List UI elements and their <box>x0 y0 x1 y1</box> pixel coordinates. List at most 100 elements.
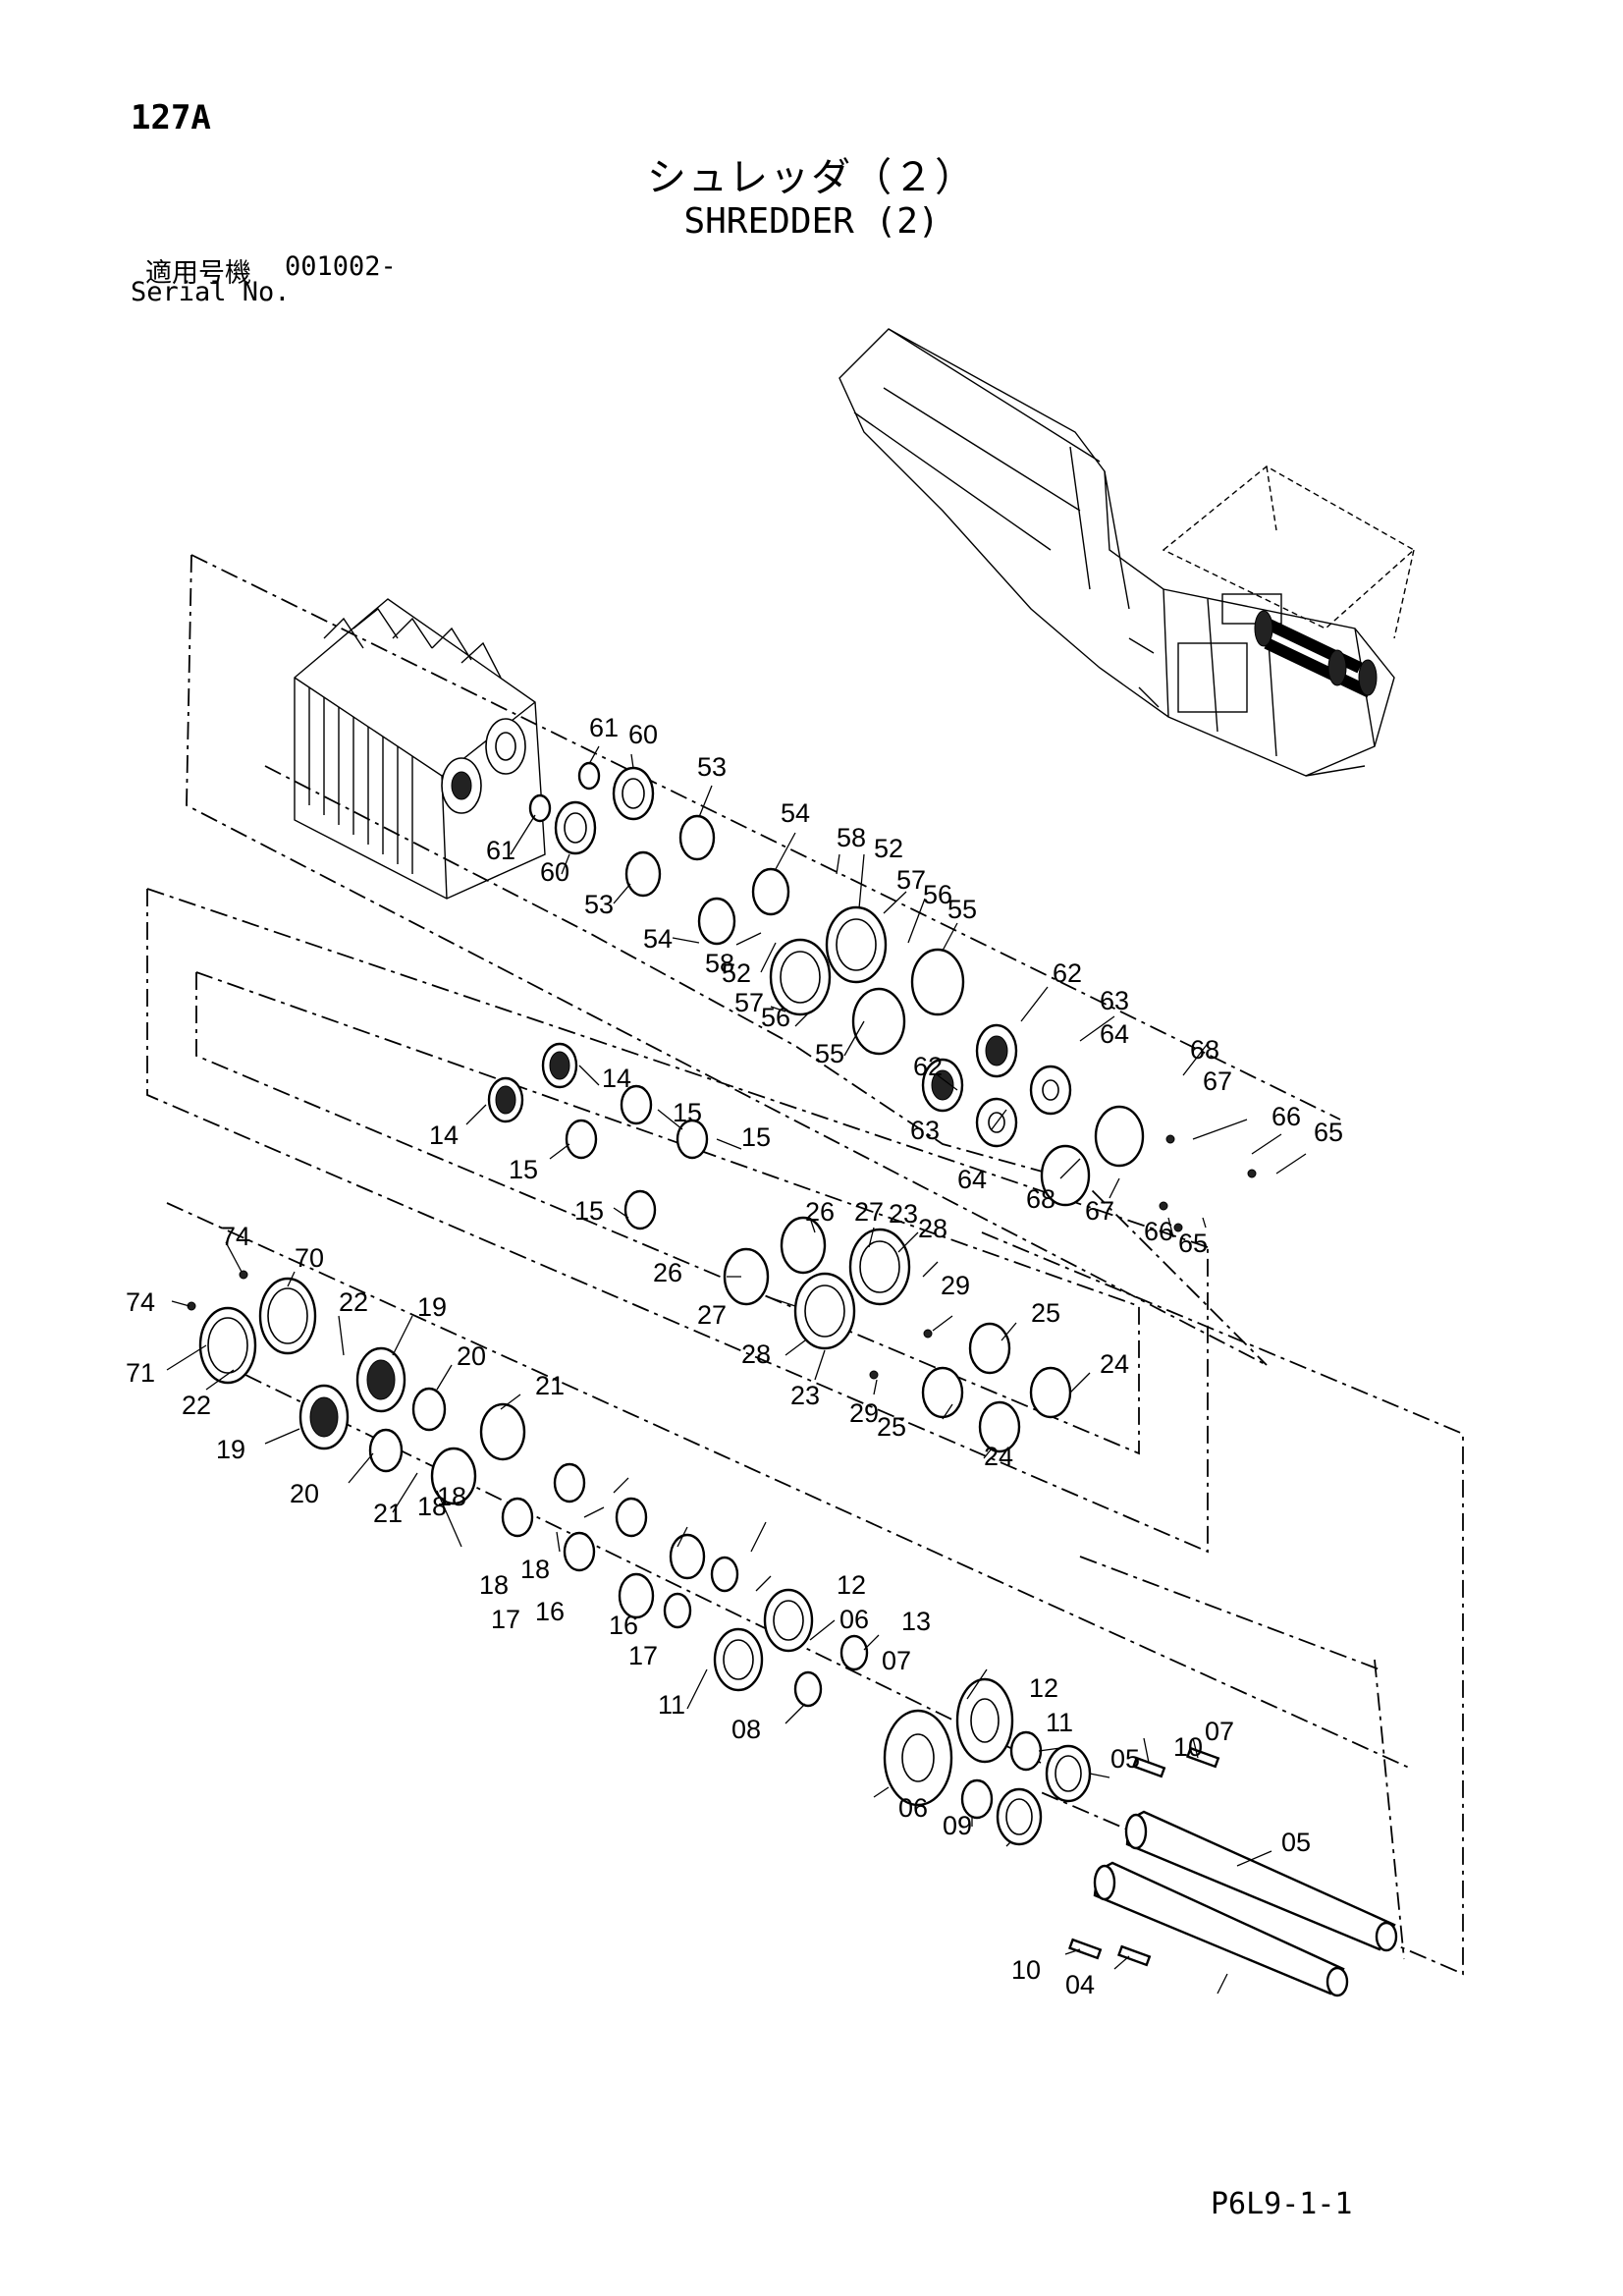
part-number-label: 61 <box>589 713 619 742</box>
part-number-label: 52 <box>874 834 903 863</box>
part-number-label: 64 <box>1100 1019 1129 1049</box>
part-number-label: 70 <box>295 1243 324 1273</box>
part-number-label: 66 <box>1144 1217 1173 1246</box>
part-number-label: 62 <box>913 1052 943 1081</box>
part-number-label: 58 <box>705 949 734 978</box>
part-number-label: 54 <box>643 924 673 954</box>
part-number-label: 62 <box>1053 958 1082 988</box>
part-number-label: 15 <box>509 1155 538 1184</box>
part-number-label: 66 <box>1271 1102 1301 1131</box>
part-number-label: 52 <box>722 958 751 988</box>
part-number-label: 20 <box>290 1479 319 1508</box>
part-number-label: 28 <box>741 1339 771 1369</box>
part-number-label: 71 <box>126 1358 155 1388</box>
part-number-label: 27 <box>697 1300 727 1330</box>
part-number-label: 18 <box>479 1570 509 1600</box>
part-number-label: 27 <box>854 1197 884 1227</box>
page-title-jp: シュレッダ（２） <box>646 155 977 200</box>
machine-overview-sketch <box>839 328 1416 777</box>
part-number-label: 64 <box>957 1165 987 1194</box>
parts-middle-group <box>487 1042 1072 1453</box>
part-number-label: 55 <box>815 1039 844 1068</box>
part-number-label: 56 <box>923 880 952 909</box>
part-number-label: 18 <box>520 1555 550 1584</box>
part-number-label: 18 <box>417 1492 447 1521</box>
parts-upper-group <box>528 761 1257 1232</box>
part-number-label: 04 <box>1065 1970 1095 1999</box>
part-number-label: 68 <box>1026 1184 1055 1214</box>
part-number-label: 63 <box>1100 986 1129 1015</box>
part-number-label: 20 <box>457 1341 486 1371</box>
part-number-label: 74 <box>221 1222 250 1251</box>
part-number-label: 28 <box>918 1214 947 1243</box>
part-number-label: 07 <box>1205 1717 1234 1746</box>
part-number-label: 12 <box>837 1570 866 1600</box>
part-number-label: 19 <box>417 1292 447 1322</box>
part-number-label: 58 <box>837 823 866 852</box>
part-number-label: 15 <box>741 1122 771 1152</box>
part-number-label: 65 <box>1314 1118 1343 1147</box>
part-number-label: 25 <box>1031 1298 1060 1328</box>
part-number-label: 07 <box>882 1646 911 1675</box>
part-number-label: 60 <box>628 720 658 749</box>
part-number-label: 24 <box>984 1442 1013 1471</box>
part-number-label: 09 <box>943 1811 972 1840</box>
part-number-label: 53 <box>584 890 614 919</box>
highlighted-shafts <box>1254 610 1378 698</box>
shredder-housing-sketch <box>294 598 546 900</box>
part-number-label: 25 <box>877 1412 906 1442</box>
part-number-label: 68 <box>1190 1035 1219 1065</box>
part-number-label: 21 <box>535 1371 565 1400</box>
serial-value: 001002- <box>285 251 397 282</box>
part-number-label: 17 <box>628 1641 658 1670</box>
part-number-label: 10 <box>1011 1955 1041 1985</box>
part-number-label: 11 <box>658 1690 685 1720</box>
part-number-label: 16 <box>535 1597 565 1626</box>
page-title-en: SHREDDER (2) <box>683 201 940 242</box>
part-number-label: 11 <box>1046 1708 1073 1737</box>
part-number-label: 22 <box>339 1287 368 1317</box>
part-number-label: 63 <box>910 1116 940 1145</box>
doc-code: P6L9-1-1 <box>1211 2187 1353 2221</box>
part-number-label: 06 <box>839 1605 869 1634</box>
part-number-label: 12 <box>1029 1673 1058 1703</box>
part-number-label: 22 <box>182 1391 211 1420</box>
leader-lines <box>166 745 1307 1995</box>
part-number-label: 16 <box>609 1611 638 1640</box>
part-number-label: 67 <box>1085 1196 1114 1226</box>
part-number-label: 67 <box>1203 1066 1232 1096</box>
part-number-label: 13 <box>901 1607 931 1636</box>
part-number-label: 57 <box>734 988 764 1017</box>
part-number-label: 15 <box>574 1196 604 1226</box>
part-number-label: 18 <box>437 1482 466 1511</box>
part-number-label: 15 <box>673 1098 702 1127</box>
part-number-label: 26 <box>805 1197 835 1227</box>
part-number-label: 14 <box>602 1064 631 1093</box>
part-number-label: 17 <box>491 1605 520 1634</box>
part-number-label: 14 <box>429 1121 459 1150</box>
part-number-label: 56 <box>761 1003 790 1032</box>
part-number-label: 23 <box>889 1199 918 1229</box>
part-number-label: 08 <box>731 1715 761 1744</box>
part-number-label: 61 <box>486 836 515 865</box>
part-number-label: 06 <box>898 1793 928 1823</box>
part-number-label: 26 <box>653 1258 682 1287</box>
serial-label-jp: 適用号機 <box>145 258 251 289</box>
part-number-label: 55 <box>947 895 977 924</box>
part-number-label: 29 <box>849 1398 879 1428</box>
part-number-label: 19 <box>216 1435 245 1464</box>
part-number-label: 21 <box>373 1499 403 1528</box>
part-number-label: 74 <box>126 1287 155 1317</box>
part-number-label: 54 <box>781 798 810 828</box>
part-number-label: 53 <box>697 752 727 782</box>
serial-label-en: Serial No. <box>131 277 291 307</box>
part-number-label: 05 <box>1110 1744 1140 1774</box>
part-number-label: 05 <box>1281 1828 1311 1857</box>
part-number-label: 24 <box>1100 1349 1129 1379</box>
part-number-label: 65 <box>1178 1229 1208 1258</box>
parts-lower-group <box>187 1270 1398 1997</box>
part-number-label: 29 <box>941 1271 970 1300</box>
part-number-label: 60 <box>540 857 569 887</box>
